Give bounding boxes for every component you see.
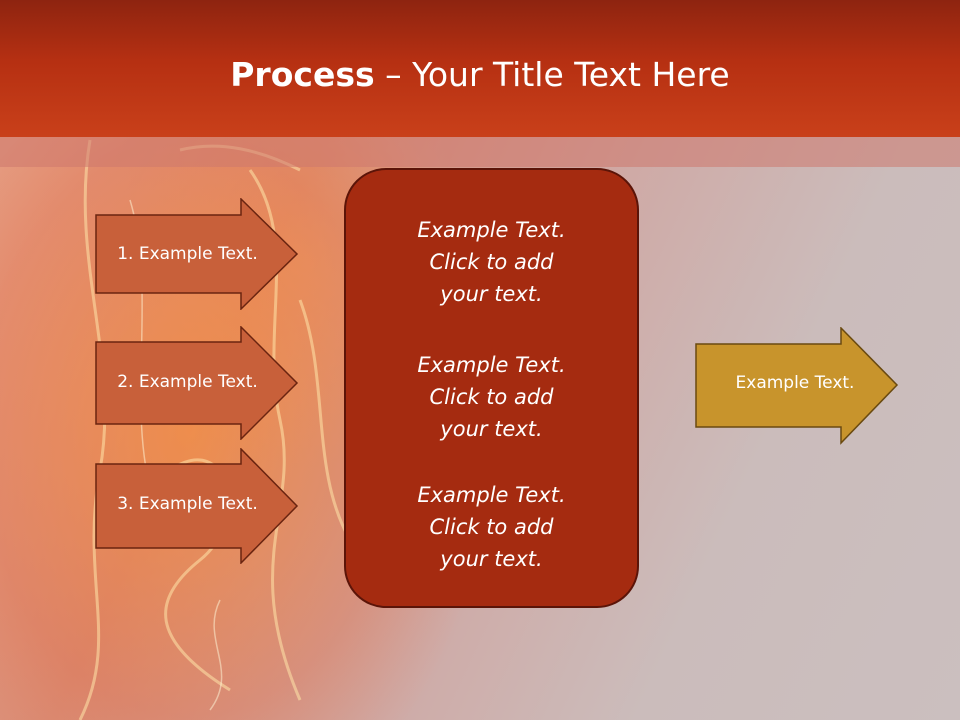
arrow-shape-icon: [95, 198, 299, 310]
center-item-2-line1: Example Text.: [417, 353, 566, 377]
title-bold: Process: [230, 55, 375, 94]
arrow-shape-icon: [95, 448, 299, 564]
center-item-2-line3: your text.: [440, 417, 543, 441]
center-item-3-line2: Click to add: [429, 515, 554, 539]
center-item-1-line2: Click to add: [429, 250, 554, 274]
arrow-shape-icon: [695, 327, 899, 445]
left-arrow-1[interactable]: 1. Example Text.: [95, 198, 300, 310]
right-arrow-label: Example Text.: [735, 373, 855, 393]
title-rest: Your Title Text Here: [412, 55, 730, 94]
center-item-1-line1: Example Text.: [417, 218, 566, 242]
left-arrow-2[interactable]: 2. Example Text.: [95, 326, 300, 440]
left-arrow-3[interactable]: 3. Example Text.: [95, 448, 300, 564]
title-separator: –: [374, 55, 413, 94]
center-item-3-line1: Example Text.: [417, 483, 566, 507]
slide-title[interactable]: Process – Your Title Text Here: [0, 50, 960, 100]
center-item-3: Example Text. Click to add your text.: [346, 479, 637, 575]
arrow-shape-icon: [95, 326, 299, 440]
header-band: [0, 137, 960, 167]
title-bar: [0, 0, 960, 137]
right-arrow[interactable]: Example Text.: [695, 327, 900, 445]
left-arrow-3-label: 3. Example Text.: [117, 494, 258, 514]
left-arrow-2-label: 2. Example Text.: [117, 372, 258, 392]
center-text-box[interactable]: Example Text. Click to add your text. Ex…: [344, 168, 639, 608]
center-item-1: Example Text. Click to add your text.: [346, 214, 637, 310]
center-item-3-line3: your text.: [440, 547, 543, 571]
left-arrow-1-label: 1. Example Text.: [117, 244, 258, 264]
center-item-2: Example Text. Click to add your text.: [346, 349, 637, 445]
center-item-2-line2: Click to add: [429, 385, 554, 409]
center-item-1-line3: your text.: [440, 282, 543, 306]
